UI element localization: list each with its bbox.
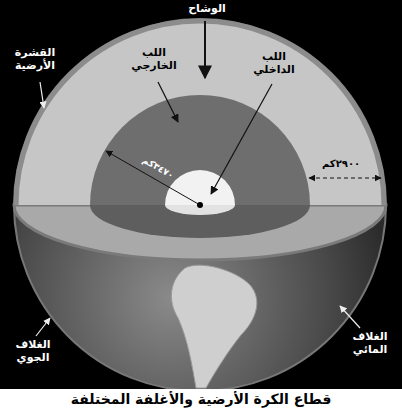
layer-name: القشرة الأرضية [4,46,66,72]
layer-name: الوشاح [172,2,242,15]
sphere-name: الغلاف الجوي [2,338,64,364]
layer-name: اللب الخارجي [128,46,180,72]
dimension-label: ٢٩٠٠كم [322,158,360,170]
layer-name: اللب الداخلي [248,50,300,76]
sphere-name: الغلاف المائي [340,330,400,356]
caption: قطاع الكرة الأرضية والأغلفة المختلفة [0,391,402,408]
